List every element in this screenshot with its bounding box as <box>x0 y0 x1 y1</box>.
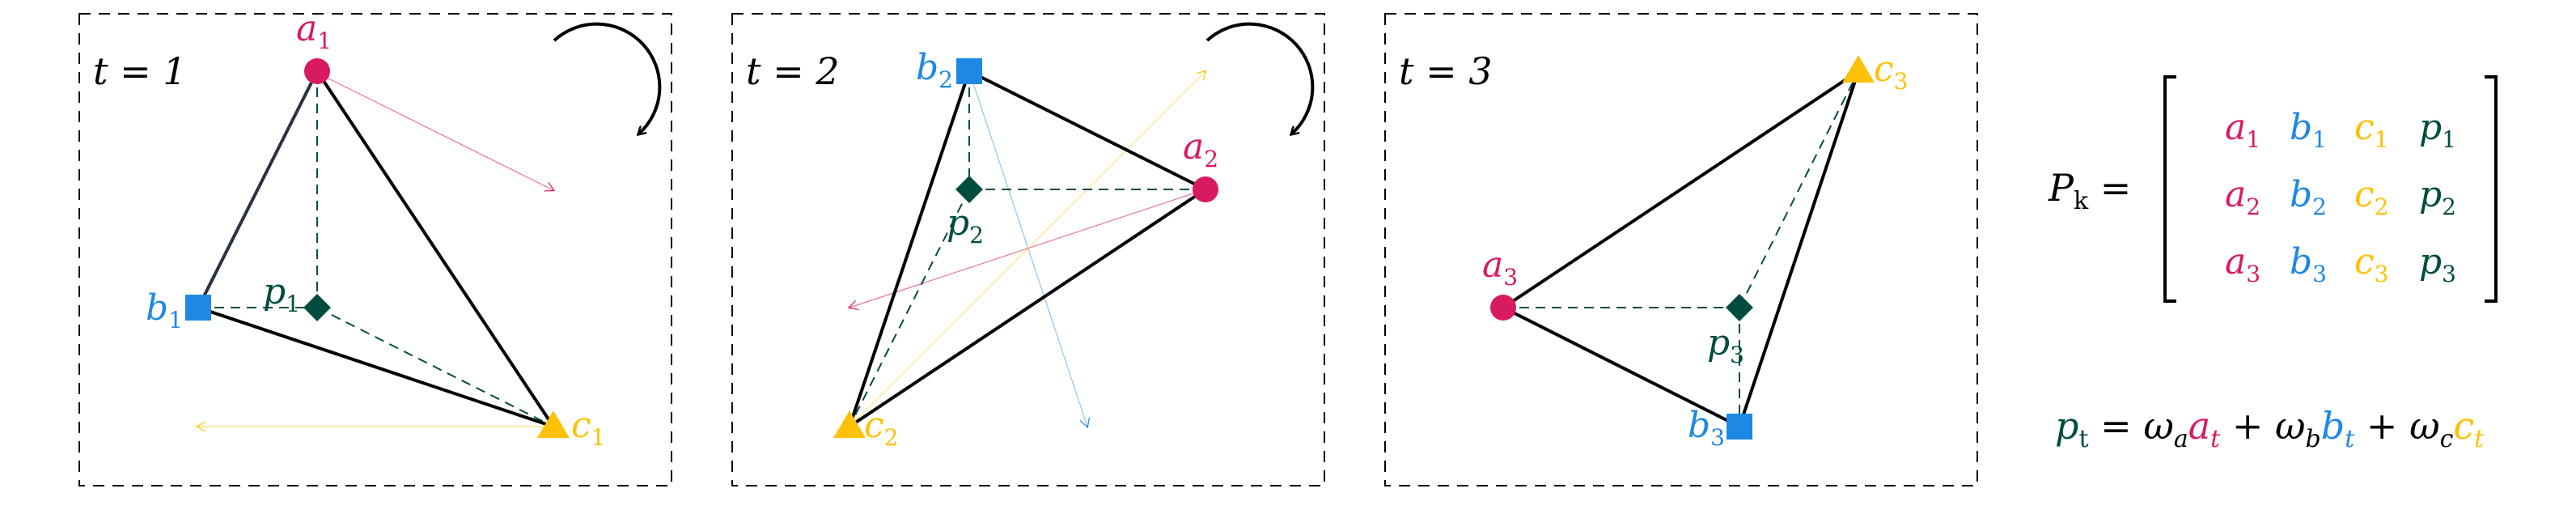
label-c: c3 <box>1874 49 1908 95</box>
time-label: t = 3 <box>1399 49 1493 93</box>
centroid-p <box>1726 294 1753 321</box>
vertex-b <box>185 295 211 321</box>
edge-b-c <box>848 70 971 427</box>
rotation-arrow <box>553 22 662 134</box>
matrix-cell-b3: b3 <box>2290 241 2327 287</box>
centroid-p <box>955 176 983 203</box>
vertex-c <box>833 410 866 438</box>
panel-frame <box>731 13 1325 486</box>
matrix-cell-p1: p1 <box>2419 107 2456 153</box>
label-p: p2 <box>947 202 984 249</box>
vertex-a <box>1490 295 1516 321</box>
edge-a-c <box>1502 70 1860 309</box>
weighted-sum-formula: pt = ωaat + ωbbt + ωcct <box>2055 404 2485 453</box>
motion-arrow-a <box>316 72 553 190</box>
label-c: c1 <box>571 405 605 451</box>
matrix-block: Pk = a1 b1 c1 p1 a2 b2 c2 p2 a3 b3 c3 p3 <box>2048 75 2498 303</box>
matrix-cell-a1: a1 <box>2225 107 2260 153</box>
label-b: b3 <box>1688 405 1725 451</box>
edge-a-b <box>197 70 319 308</box>
matrix-cell-p3: p3 <box>2419 241 2456 287</box>
edge-b-c <box>197 306 554 428</box>
matrix-cell-p2: p2 <box>2419 174 2456 220</box>
vertex-c <box>537 410 570 438</box>
panel-frame <box>1384 13 1978 486</box>
dashed-p-c <box>1739 70 1859 308</box>
centroid-p <box>303 294 331 321</box>
matrix-bracket-right <box>2485 75 2498 303</box>
time-label: t = 2 <box>746 49 840 93</box>
vertex-c <box>1842 55 1875 83</box>
matrix-cell-c1: c1 <box>2354 107 2388 153</box>
vertex-b <box>956 58 982 84</box>
motion-arrow-b <box>968 70 1087 427</box>
matrix-cell-c3: c3 <box>2354 241 2388 287</box>
label-p: p1 <box>263 271 300 317</box>
label-b: b1 <box>146 287 183 333</box>
matrix-cell-a3: a3 <box>2225 241 2260 287</box>
label-c: c2 <box>864 405 898 451</box>
rotation-arrow <box>1205 22 1315 134</box>
matrix-bracket-left <box>2163 75 2176 303</box>
time-label: t = 1 <box>93 49 187 93</box>
panel-frame <box>78 13 672 486</box>
vertex-a <box>304 58 330 84</box>
vertex-a <box>1193 176 1218 202</box>
label-b: b2 <box>916 47 953 93</box>
motion-arrow-c <box>849 71 1205 427</box>
edge-a-c <box>316 70 555 428</box>
panel-t2: t = 2 a2 b2 c2 p2 <box>731 13 1325 486</box>
edge-a-c <box>848 188 1207 428</box>
panel-t3: t = 3 a3 b3 c3 p3 <box>1384 13 1978 486</box>
matrix-cell-b1: b1 <box>2290 107 2327 153</box>
edge-a-b <box>1502 306 1740 428</box>
panel-t1: t = 1 a1 b1 c1 p1 <box>78 8 672 486</box>
vertex-b <box>1727 414 1752 440</box>
label-a: a3 <box>1482 244 1518 291</box>
label-a: a2 <box>1183 126 1218 172</box>
dashed-p-c <box>316 307 554 427</box>
matrix-lhs: Pk = <box>2048 166 2131 215</box>
edge-b-c <box>1738 70 1860 427</box>
matrix-cell-a2: a2 <box>2225 174 2260 220</box>
dashed-p-c <box>849 189 970 427</box>
matrix-cell-c2: c2 <box>2354 174 2388 220</box>
edge-b-a <box>968 70 1206 191</box>
matrix-cells: a1 b1 c1 p1 a2 b2 c2 p2 a3 b3 c3 p3 <box>2225 107 2456 287</box>
matrix-cell-b2: b2 <box>2290 174 2327 220</box>
label-a: a1 <box>296 8 332 54</box>
